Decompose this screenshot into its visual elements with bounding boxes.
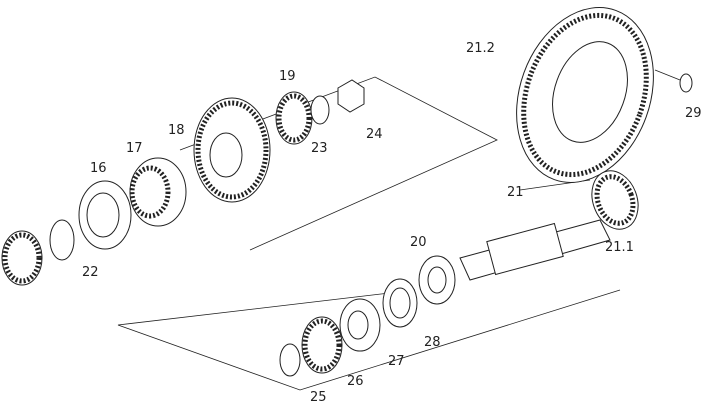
- label-27: 27: [388, 354, 405, 369]
- pinion-shaft-21-1: [459, 170, 639, 281]
- label-21-1: 21.1: [605, 240, 634, 255]
- hub-17: [129, 157, 187, 227]
- gear-26: [301, 316, 343, 374]
- label-25: 25: [310, 390, 327, 405]
- label-17: 17: [126, 141, 143, 156]
- synchro-16: [78, 180, 132, 250]
- label-29: 29: [685, 106, 702, 121]
- crown-gear-21-2: [516, 7, 654, 183]
- lower-assembly-outline: [117, 289, 621, 391]
- gear-18: [193, 97, 271, 203]
- label-22: 22: [82, 265, 99, 280]
- label-16: 16: [90, 161, 107, 176]
- end-gear: [1, 230, 43, 286]
- label-28: 28: [424, 335, 441, 350]
- label-21-2: 21.2: [466, 41, 495, 56]
- label-18: 18: [168, 123, 185, 138]
- bearing-20: [418, 255, 456, 305]
- label-23: 23: [311, 141, 328, 156]
- bearing-27: [339, 298, 381, 352]
- ring-25: [279, 343, 301, 377]
- label-24: 24: [366, 127, 383, 142]
- washer-28-hole: [389, 287, 411, 319]
- bolt-29: [654, 69, 693, 93]
- nut-24: [337, 79, 365, 113]
- label-26: 26: [347, 374, 364, 389]
- circlip-22: [49, 219, 75, 261]
- ring-23: [310, 95, 330, 125]
- label-21: 21: [507, 185, 524, 200]
- label-20: 20: [410, 235, 427, 250]
- gear-19: [275, 91, 313, 145]
- label-19: 19: [279, 69, 296, 84]
